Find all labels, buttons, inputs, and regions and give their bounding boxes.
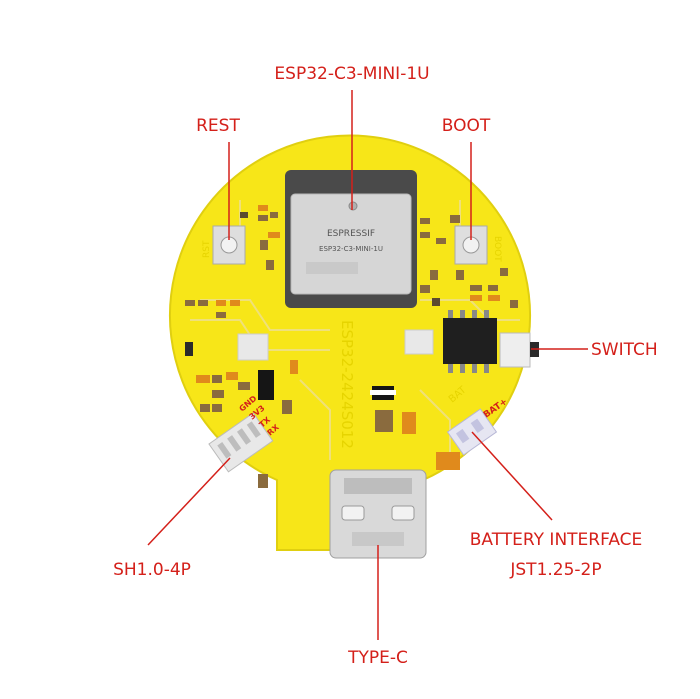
board-name-silkscreen: ESP32-2424S012 bbox=[338, 320, 356, 449]
boot-callout: BOOT bbox=[442, 116, 491, 136]
sh-leader bbox=[147, 457, 231, 546]
battery-callout-line2: JST1.25-2P bbox=[509, 560, 601, 580]
power-switch bbox=[499, 332, 539, 368]
module-marking bbox=[306, 262, 358, 274]
module-model-label: ESP32-C3-MINI-1U bbox=[319, 245, 383, 253]
usb-typec-connector bbox=[329, 469, 427, 559]
typec-callout: TYPE-C bbox=[347, 648, 408, 668]
black-component-left bbox=[258, 370, 274, 400]
battery-leader bbox=[471, 431, 553, 521]
power-ic bbox=[443, 310, 497, 373]
module-antenna-connector bbox=[348, 201, 358, 211]
callout-lines bbox=[147, 90, 588, 640]
module-callout: ESP32-C3-MINI-1U bbox=[274, 64, 429, 84]
rest-callout: REST bbox=[196, 116, 240, 136]
module-brand-label: ESPRESSIF bbox=[327, 229, 375, 239]
left-pad bbox=[237, 333, 269, 361]
sh-callout: SH1.0-4P bbox=[113, 560, 191, 580]
smd-components bbox=[185, 205, 518, 488]
right-pad bbox=[404, 329, 434, 355]
battery-callout-line1: BATTERY INTERFACE bbox=[470, 530, 643, 550]
diode-band bbox=[370, 390, 396, 395]
rst-silkscreen: RST bbox=[202, 240, 212, 258]
sh-connector bbox=[208, 412, 274, 473]
switch-callout: SWITCH bbox=[591, 340, 658, 360]
boot-silkscreen: BOOT bbox=[492, 236, 502, 262]
